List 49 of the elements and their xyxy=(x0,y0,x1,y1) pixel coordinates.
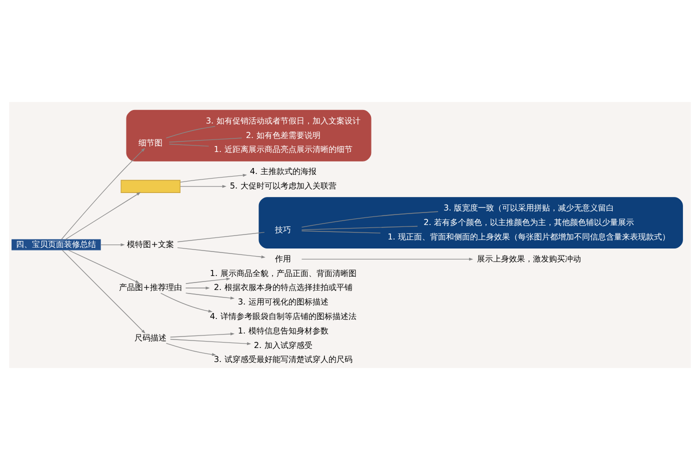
arrow xyxy=(64,192,141,240)
arrow xyxy=(170,332,235,338)
node-text: 展示上身效果，激发购买冲动 xyxy=(476,253,581,264)
arrow xyxy=(166,342,216,356)
node-text: 技巧 xyxy=(275,224,292,234)
arrow xyxy=(62,250,146,334)
node-text: 2. 如有色差需要说明 xyxy=(246,130,320,140)
node-text: 3. 如有促销活动或者节假日，加入文案设计 xyxy=(206,115,360,126)
node-text: 细节图 xyxy=(138,137,163,148)
node-text: 1. 展示商品全貌，产品正面、背面清晰图 xyxy=(210,268,356,278)
node-text: 1. 模特信息告知身材参数 xyxy=(238,325,328,336)
cluster xyxy=(258,197,683,249)
arrow xyxy=(160,292,213,313)
node-text: 4. 主推款式的海报 xyxy=(250,166,316,176)
connector xyxy=(301,230,381,234)
node-text: 尺码描述 xyxy=(134,332,167,342)
node-text: 4. 详情参考眼袋自制等店铺的图标描述法 xyxy=(210,310,356,321)
node-text: 3. 运用可视化的图标描述 xyxy=(238,296,328,307)
node-text: 5. 大促时可以考虑加入关联营 xyxy=(230,180,336,191)
connector xyxy=(168,144,210,147)
arrow xyxy=(68,250,140,284)
arrow xyxy=(170,338,252,346)
connector xyxy=(301,226,418,230)
node-text: 模特图+文案 xyxy=(127,238,174,249)
arrow xyxy=(177,247,266,258)
arrow xyxy=(301,258,474,261)
connector xyxy=(166,126,216,138)
connector xyxy=(168,138,242,142)
node-text: 作用 xyxy=(275,253,292,264)
node-text: 产品图+推荐理由 xyxy=(119,282,182,292)
node-box: 四、宝贝页面装修总结 xyxy=(12,239,101,250)
connector xyxy=(177,232,265,242)
node-text: 3. 试穿感受最好能写清楚试穿人的尺码 xyxy=(214,354,352,364)
arrow xyxy=(185,286,210,290)
connector xyxy=(301,211,438,228)
arrow xyxy=(180,174,247,183)
node-text: 3. 版宽度一致（可以采用拼贴，减少无意义留白 xyxy=(444,202,614,213)
node-text: 1. 近距离展示商品亮点展示清晰的细节 xyxy=(214,144,352,154)
node-text: 2. 加入试穿感受 xyxy=(254,340,312,350)
cluster xyxy=(126,110,372,162)
node-text: 1. 现正面、背面和侧面的上身效果（每张图片都增加不同信息含量来表现款式） xyxy=(388,231,670,242)
arrow xyxy=(185,292,235,300)
arrow xyxy=(185,278,230,284)
arrow xyxy=(100,243,125,246)
arrow xyxy=(61,148,146,240)
node-text: 2. 根据衣服本身的特点选择挂拍或平铺 xyxy=(214,282,352,292)
node-box xyxy=(120,180,180,193)
arrow xyxy=(180,185,226,188)
node-text: 2. 若有多个颜色，以主推颜色为主，其他颜色辅以少量展示 xyxy=(424,216,634,227)
